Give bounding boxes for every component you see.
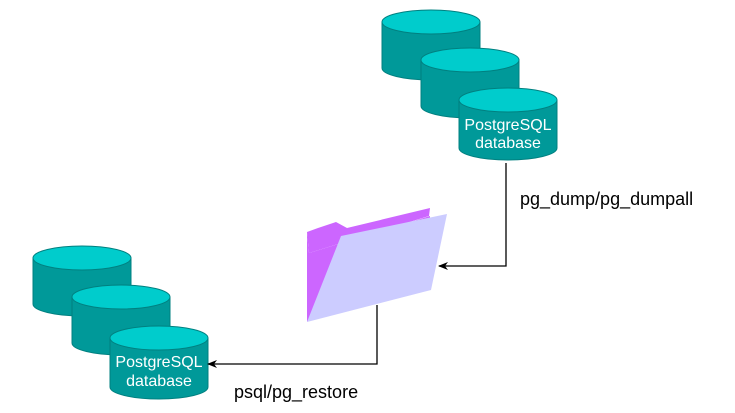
restore-label: psql/pg_restore [234,382,358,403]
source-db-label-line2: database [475,135,541,152]
dump-label: pg_dump/pg_dumpall [520,189,693,210]
target-cylinder-front [109,325,209,400]
folder-icon [307,208,447,322]
folder-front-icon [307,214,447,322]
source-database-stack: PostgreSQL database [381,9,558,161]
source-cylinder-front [458,87,558,161]
restore-connector-arrow [207,305,378,368]
target-db-label-line1: PostgreSQL [115,354,202,371]
target-db-label-line2: database [126,373,192,390]
source-db-label-line1: PostgreSQL [464,117,551,134]
target-database-stack: PostgreSQL database [32,245,209,400]
dump-connector-arrow [438,163,507,270]
